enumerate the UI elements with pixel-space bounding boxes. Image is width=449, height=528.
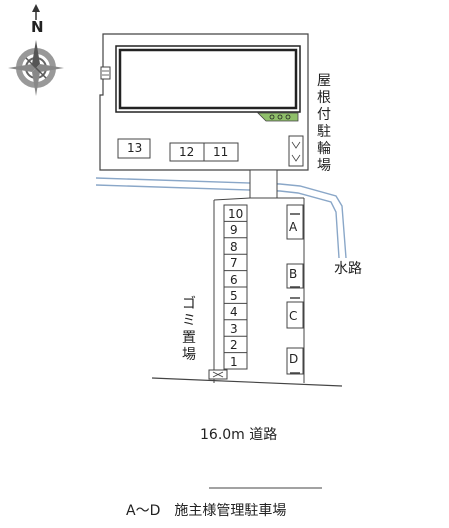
meter-box bbox=[100, 66, 111, 80]
road-edge bbox=[151, 377, 343, 387]
parking-label-B: B bbox=[289, 267, 298, 281]
driveway bbox=[249, 169, 278, 199]
waterway-line bbox=[95, 177, 347, 259]
parking-label-2: 2 bbox=[230, 338, 238, 353]
legend-label: A～D 施主様管理駐車場 bbox=[126, 503, 287, 519]
parking-label-1: 1 bbox=[230, 354, 238, 369]
parking-label-C: C bbox=[289, 309, 298, 323]
garbage-area-label: ゴミ置場 bbox=[182, 296, 196, 363]
parking-label-12: 12 bbox=[179, 145, 195, 159]
parking-box-C bbox=[286, 301, 304, 329]
parking-box-13 bbox=[117, 138, 151, 159]
parking-box-B bbox=[286, 263, 304, 289]
north-label: N bbox=[31, 18, 44, 36]
parking-label-4: 4 bbox=[230, 305, 238, 320]
parking-label-5: 5 bbox=[230, 289, 238, 303]
parking-label-6: 6 bbox=[230, 272, 238, 287]
parking-label-7: 7 bbox=[230, 256, 238, 271]
bike-rack bbox=[288, 135, 304, 167]
parking-label-8: 8 bbox=[230, 239, 238, 254]
waterway-label: 水路 bbox=[334, 261, 362, 277]
roofed-bike-parking-label: 屋根付駐輪場 bbox=[317, 73, 331, 174]
building bbox=[115, 45, 301, 113]
parking-label-3: 3 bbox=[230, 321, 238, 336]
parking-label-11: 11 bbox=[213, 145, 229, 159]
compass-icon bbox=[8, 4, 64, 96]
parking-label-10: 10 bbox=[228, 207, 244, 221]
road-label: 16.0m 道路 bbox=[200, 427, 278, 443]
parking-label-13: 13 bbox=[127, 141, 143, 155]
parking-label-A: A bbox=[289, 220, 298, 234]
parking-label-9: 9 bbox=[230, 223, 238, 238]
parking-box-D bbox=[286, 347, 304, 375]
site-boundary bbox=[99, 33, 309, 171]
parking-label-D: D bbox=[289, 352, 299, 366]
